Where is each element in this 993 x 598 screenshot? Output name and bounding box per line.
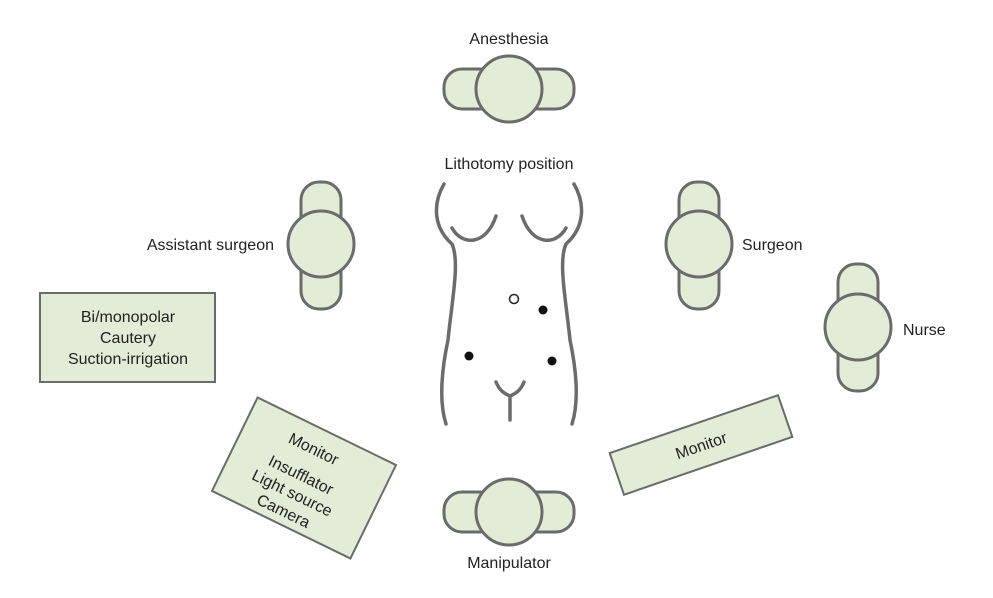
patient: Lithotomy position: [434, 156, 584, 426]
torso-left-contour: [434, 182, 458, 426]
cart-item-cautery: Cautery: [100, 330, 156, 347]
right-monitor-box: [608, 393, 794, 497]
nurse-person: [823, 292, 893, 362]
cart-item-bipolar: Bi/monopolar: [81, 309, 176, 326]
lithotomy-position-label: Lithotomy position: [445, 156, 574, 173]
electrosurgery-cart: Bi/monopolar Cautery Suction-irrigation: [39, 292, 216, 383]
filled-port: [464, 351, 474, 361]
right-breast: [520, 214, 568, 243]
torso-right-contour: [560, 182, 584, 426]
surgeon-station: Surgeon: [664, 180, 803, 311]
assistant-surgeon-label: Assistant surgeon: [147, 237, 274, 254]
manipulator-label: Manipulator: [467, 555, 551, 572]
laparoscopy-tower-box: [210, 396, 398, 560]
filled-port: [547, 356, 557, 366]
assistant-surgeon-station: Assistant surgeon: [147, 180, 356, 311]
manipulator-person: [474, 477, 544, 547]
surgeon-person: [664, 209, 734, 279]
filled-port: [538, 305, 548, 315]
laparoscopy-tower: Monitor Insufflator Light source Camera: [210, 396, 398, 560]
open-port: [508, 293, 520, 305]
assistant-surgeon-person: [286, 209, 356, 279]
nurse-label: Nurse: [903, 322, 946, 339]
electrosurgery-cart-box: [39, 292, 216, 383]
nurse-station: Nurse: [823, 262, 946, 393]
left-breast: [450, 214, 498, 243]
anesthesia-person: [474, 54, 544, 124]
groin: [494, 380, 526, 422]
anesthesia-label: Anesthesia: [469, 31, 548, 48]
right-monitor: Monitor: [608, 393, 794, 497]
surgeon-label: Surgeon: [742, 237, 803, 254]
cart-item-suction: Suction-irrigation: [68, 351, 188, 368]
anesthesia-station: Anesthesia: [442, 31, 576, 124]
manipulator-station: Manipulator: [442, 477, 576, 572]
